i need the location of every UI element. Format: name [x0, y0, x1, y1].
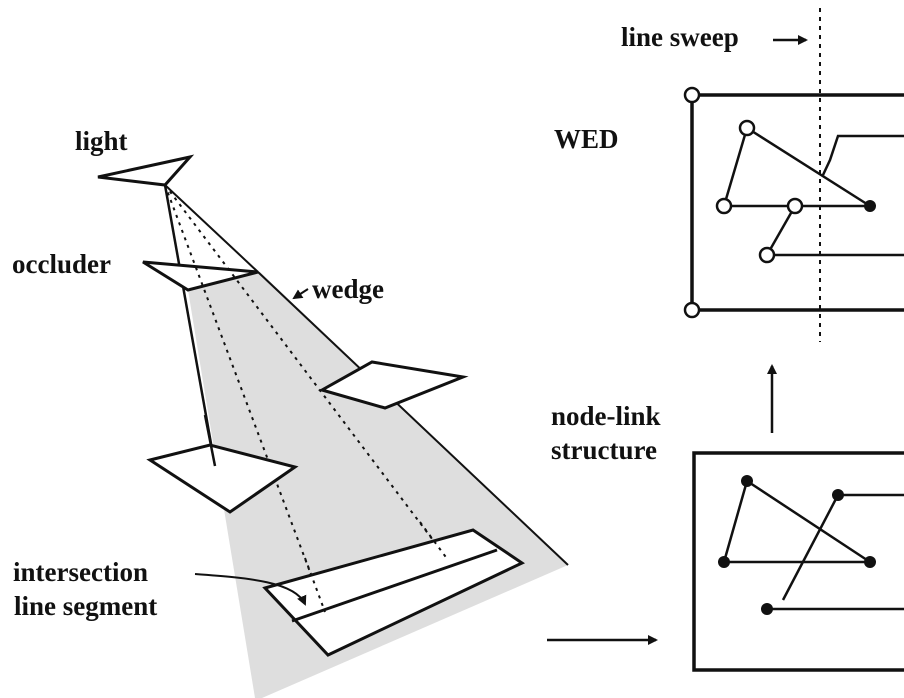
label-occluder: occluder [12, 249, 111, 279]
plane-small-left [146, 443, 299, 514]
plane-receiver [262, 528, 526, 657]
wed-node [738, 119, 756, 137]
label-light: light [75, 126, 128, 156]
intersection-pointer-arrow [194, 573, 307, 606]
intersection-segment [291, 548, 498, 623]
node-link-node [718, 556, 730, 568]
light-source [97, 154, 195, 187]
node-link-node [741, 475, 753, 487]
wed-node [758, 246, 776, 264]
node-link-node [832, 489, 844, 501]
ray-2 [164, 184, 449, 561]
wedge-left-overlap [203, 414, 217, 467]
wedge-right-edge-lower [257, 271, 569, 566]
node-link-frame [692, 451, 904, 672]
node-link-node [761, 603, 773, 615]
wed-node [786, 197, 804, 215]
wed-panel [683, 8, 904, 342]
label-wed: WED [554, 124, 619, 154]
wed-node [683, 86, 701, 104]
wedge-right-edge [164, 184, 259, 273]
wedge-pointer-arrow [292, 288, 309, 300]
wed-node-filled [864, 200, 876, 212]
wed-node [683, 301, 701, 319]
label-wedge: wedge [312, 274, 384, 304]
wed-frame [690, 93, 904, 312]
label-intersection-line2: line segment [14, 591, 158, 621]
node-link-panel [692, 451, 904, 672]
label-node-link-line2: structure [551, 435, 657, 465]
ray-1-on-plane [304, 557, 326, 613]
label-intersection-line1: intersection [13, 557, 148, 587]
label-line-sweep: line sweep [621, 22, 739, 52]
plane-small-right [318, 360, 469, 410]
label-node-link-line1: node-link [551, 401, 661, 431]
wedge-scene [97, 154, 569, 698]
occluder-shape [142, 260, 259, 292]
node-link-node [864, 556, 876, 568]
wed-node [715, 197, 733, 215]
